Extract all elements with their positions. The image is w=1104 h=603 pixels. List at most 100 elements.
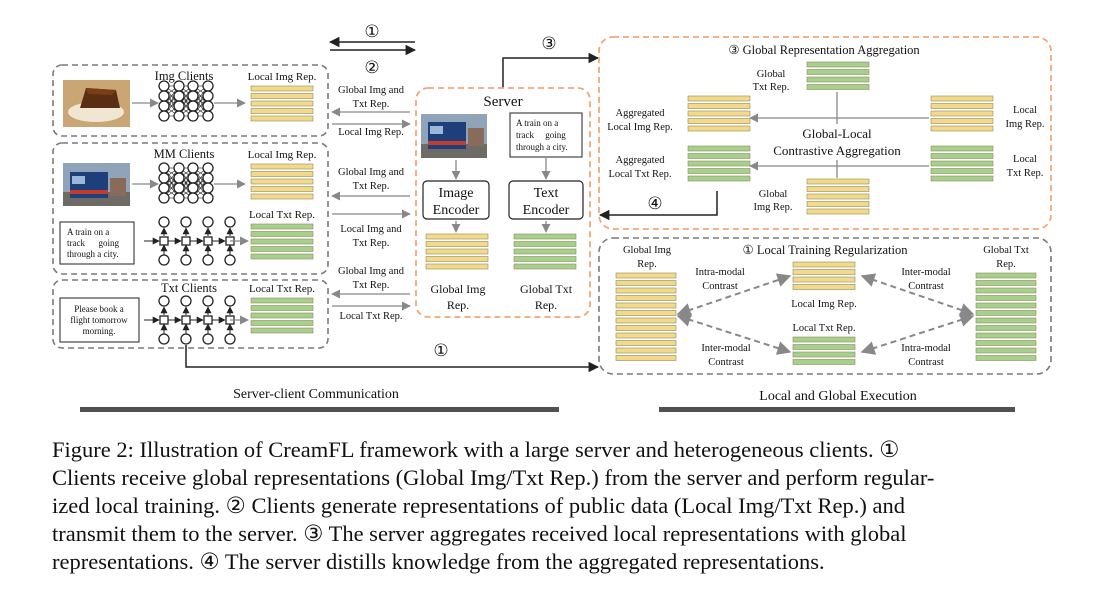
img-rep-bar	[687, 103, 751, 109]
img-rep-bar	[687, 118, 751, 124]
txt-rep-bar	[930, 175, 994, 182]
agg-img-label-2: Local Img Rep.	[607, 122, 673, 133]
img-rep-bar	[930, 110, 994, 117]
aggregated-txt-rep-bars	[687, 145, 751, 182]
txt-rep-bar	[250, 320, 314, 326]
agg-global-txt-label-1: Global	[757, 69, 786, 80]
txt-rep-bar	[687, 145, 751, 152]
global-aggregation-title: ③ Global Representation Aggregation	[728, 43, 920, 57]
img-rep-bar	[930, 118, 994, 124]
img-rep-bar	[615, 295, 677, 301]
mm-clients-title: MM Clients	[154, 147, 215, 161]
img-rep-bar	[615, 280, 677, 286]
txt-rep-bar	[975, 280, 1037, 286]
img-rep-bar	[615, 317, 677, 324]
img-rep-bar	[687, 95, 751, 102]
img-rep-bar	[425, 241, 489, 247]
global-img-rep-bars	[425, 233, 489, 270]
image-encoder	[422, 180, 490, 220]
img-rep-bar	[806, 186, 870, 192]
global-txt-rep-bars	[806, 61, 870, 90]
lt-global-txt-label-2: Rep.	[996, 259, 1016, 270]
img-rep-bar	[425, 263, 489, 270]
inter-contrast-1-line1: Inter-modal	[901, 267, 950, 278]
global-aggregation-box	[598, 36, 1052, 230]
img-rep-bar	[250, 163, 314, 170]
mm-text-sample-box	[59, 221, 135, 265]
agg-img-label-1: Aggregated	[616, 108, 666, 119]
server-box	[415, 87, 591, 318]
img-rep-bar	[792, 284, 856, 290]
txt-rep-bar	[513, 241, 577, 247]
img-rep-bar	[930, 103, 994, 109]
global-img-rep-bars	[806, 178, 870, 215]
agg-local-txt-label-1: Local	[1013, 154, 1037, 165]
txt-rep-bar	[250, 327, 314, 334]
img-rep-bar	[806, 193, 870, 200]
svg-text:Please book a: Please book a	[74, 304, 124, 314]
txt-rep-bar	[975, 355, 1037, 361]
img-rep-bar	[425, 248, 489, 255]
agg-txt-label-1: Aggregated	[616, 155, 666, 166]
cnn-icon	[158, 162, 214, 204]
txt-rep-bar	[687, 153, 751, 159]
contrastive-aggregation-label-1: Global-Local	[802, 126, 872, 141]
img-rep-bar	[250, 93, 314, 99]
contrastive-aggregation-label-2: Contrastive Aggregation	[773, 143, 901, 158]
img-rep-bar	[930, 125, 994, 132]
train-photo	[63, 163, 130, 206]
global-img-label-2: Rep.	[447, 298, 469, 312]
txt-clients-box	[52, 279, 329, 349]
agg-global-img-label-2: Img Rep.	[753, 202, 792, 213]
agg-local-img-label-1: Local	[1013, 105, 1037, 116]
local-img-rep-bars	[250, 85, 314, 122]
caption-line: ized local training. ② Clients generate …	[52, 493, 906, 518]
svg-text:A train on a: A train on a	[67, 227, 109, 237]
local-training-box	[598, 237, 1052, 375]
step3-marker: ③	[541, 34, 556, 53]
txt-rep-bar	[975, 287, 1037, 294]
broadcast-arrow	[185, 345, 600, 373]
server-text-sample-box	[509, 112, 583, 158]
img-rep-bar	[615, 325, 677, 331]
img-rep-bar	[425, 256, 489, 262]
step2-marker: ②	[364, 58, 379, 77]
img-rep-bar	[930, 95, 994, 102]
img-rep-bar	[806, 178, 870, 185]
txt-rep-bar	[687, 160, 751, 167]
txt-rep-bar	[975, 317, 1037, 324]
txt-text-sample-box	[59, 297, 140, 343]
communication-arrows	[331, 107, 411, 311]
txt-rep-bar	[975, 310, 1037, 316]
txt-rep-bar	[250, 246, 314, 252]
inter-contrast-2-line2: Contrast	[708, 357, 744, 368]
global-txt-rep-bars	[975, 272, 1037, 361]
img-rep-bar	[615, 332, 677, 339]
server-to-aggregation-arrow	[502, 52, 600, 88]
text-encoder-label-2: Encoder	[523, 203, 570, 218]
local-txt-rep-bars	[930, 145, 994, 182]
svg-text:morning.: morning.	[83, 326, 116, 336]
img-rep-bar	[615, 340, 677, 346]
step4-marker: ④	[647, 194, 662, 213]
svg-text:through a city.: through a city.	[516, 142, 568, 152]
caption-line: Figure 2: Illustration of CreamFL framew…	[52, 437, 900, 462]
mm-clients-box	[52, 142, 329, 275]
lt-local-txt-label: Local Txt Rep.	[792, 323, 855, 334]
agg-local-img-label-2: Img Rep.	[1005, 119, 1044, 130]
img-clients-rep-label: Local Img Rep.	[248, 71, 317, 83]
server-train-photo	[421, 114, 487, 158]
caption-line: Clients receive global representations (…	[52, 465, 935, 490]
mm-clients-txt-rep-label: Local Txt Rep.	[249, 209, 315, 221]
img-rep-bar	[687, 125, 751, 132]
img-rep-bar	[792, 269, 856, 275]
image-encoder-label-1: Image	[439, 186, 474, 201]
local-img-rep-bars	[930, 95, 994, 132]
aggregation-arrows	[749, 92, 929, 178]
img-rep-bar	[250, 85, 314, 92]
img-rep-bar	[250, 108, 314, 114]
cnn-icon	[158, 80, 214, 122]
